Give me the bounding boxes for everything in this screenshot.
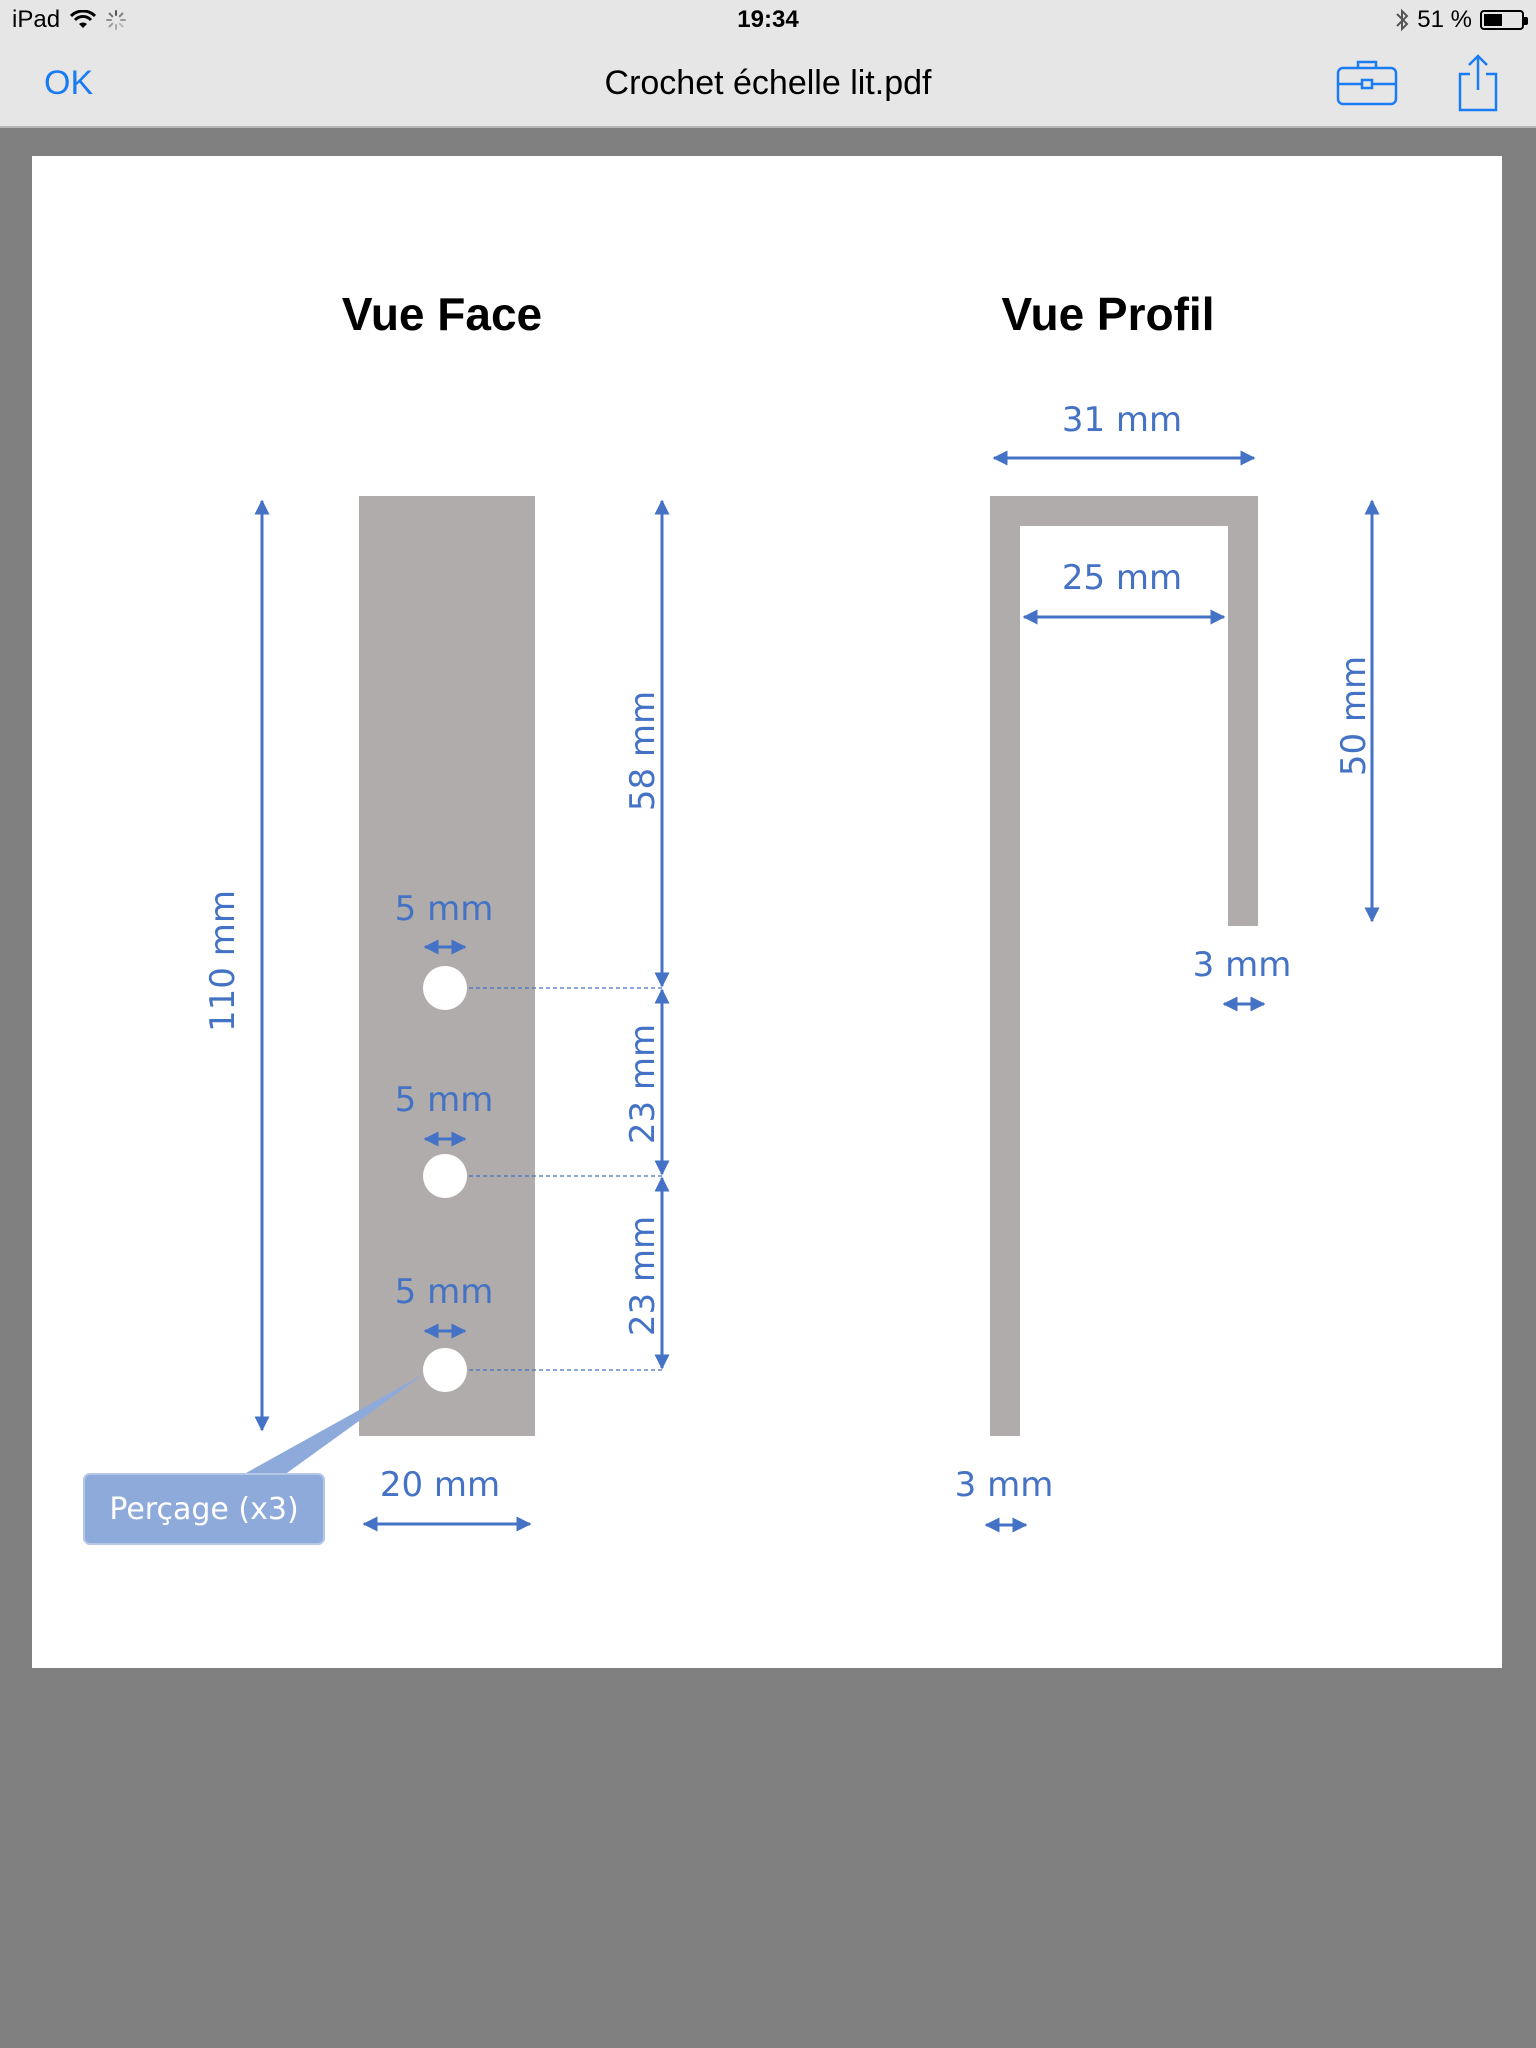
segment-middle-label: 23 mm bbox=[623, 1024, 663, 1144]
wifi-icon bbox=[70, 10, 97, 28]
share-icon[interactable] bbox=[1456, 52, 1500, 114]
hole-3-label: 5 mm bbox=[395, 1272, 494, 1312]
pdf-page[interactable]: Vue Face Vue Profil 110 mm 58 mm 23 mm bbox=[32, 156, 1502, 1668]
height-dimension-label: 110 mm bbox=[203, 890, 243, 1032]
segment-top-label: 58 mm bbox=[623, 691, 663, 811]
battery-icon bbox=[1480, 10, 1528, 30]
hook-height-label: 50 mm bbox=[1334, 656, 1374, 776]
loading-spinner-icon bbox=[106, 10, 127, 30]
battery-level bbox=[1484, 14, 1502, 26]
segment-bottom-label: 23 mm bbox=[623, 1216, 663, 1336]
hole-1-label: 5 mm bbox=[395, 889, 494, 929]
status-time: 19:34 bbox=[737, 6, 799, 33]
drill-hole-1 bbox=[423, 966, 467, 1010]
battery-percentage: 51 % bbox=[1417, 6, 1472, 33]
drill-hole-3 bbox=[423, 1348, 467, 1392]
document-title: Crochet échelle lit.pdf bbox=[604, 64, 932, 102]
drilling-callout-label: Perçage (x3) bbox=[109, 1492, 298, 1527]
inner-width-label: 25 mm bbox=[1062, 558, 1182, 598]
navigation-bar: OK Crochet échelle lit.pdf bbox=[0, 40, 1536, 128]
outer-width-label: 31 mm bbox=[1062, 400, 1182, 440]
ok-button[interactable]: OK bbox=[44, 64, 94, 102]
hole-2-label: 5 mm bbox=[395, 1080, 494, 1120]
front-view-bar bbox=[359, 496, 535, 1436]
hook-thickness-label: 3 mm bbox=[1193, 945, 1292, 985]
device-label: iPad bbox=[12, 6, 61, 33]
width-dimension-label: 20 mm bbox=[380, 1465, 500, 1505]
technical-drawing: Vue Face Vue Profil 110 mm 58 mm 23 mm bbox=[83, 288, 1380, 1545]
drill-hole-2 bbox=[423, 1154, 467, 1198]
drilling-callout: Perçage (x3) bbox=[83, 1374, 424, 1545]
side-view-hook-profile bbox=[990, 496, 1258, 1436]
bar-thickness-label: 3 mm bbox=[955, 1465, 1054, 1505]
side-view-title: Vue Profil bbox=[1002, 288, 1215, 340]
front-view-title: Vue Face bbox=[342, 288, 542, 340]
toolbox-icon[interactable] bbox=[1336, 52, 1398, 112]
status-bar: iPad 19:34 51 % bbox=[0, 0, 1536, 40]
bluetooth-icon bbox=[1396, 8, 1409, 32]
